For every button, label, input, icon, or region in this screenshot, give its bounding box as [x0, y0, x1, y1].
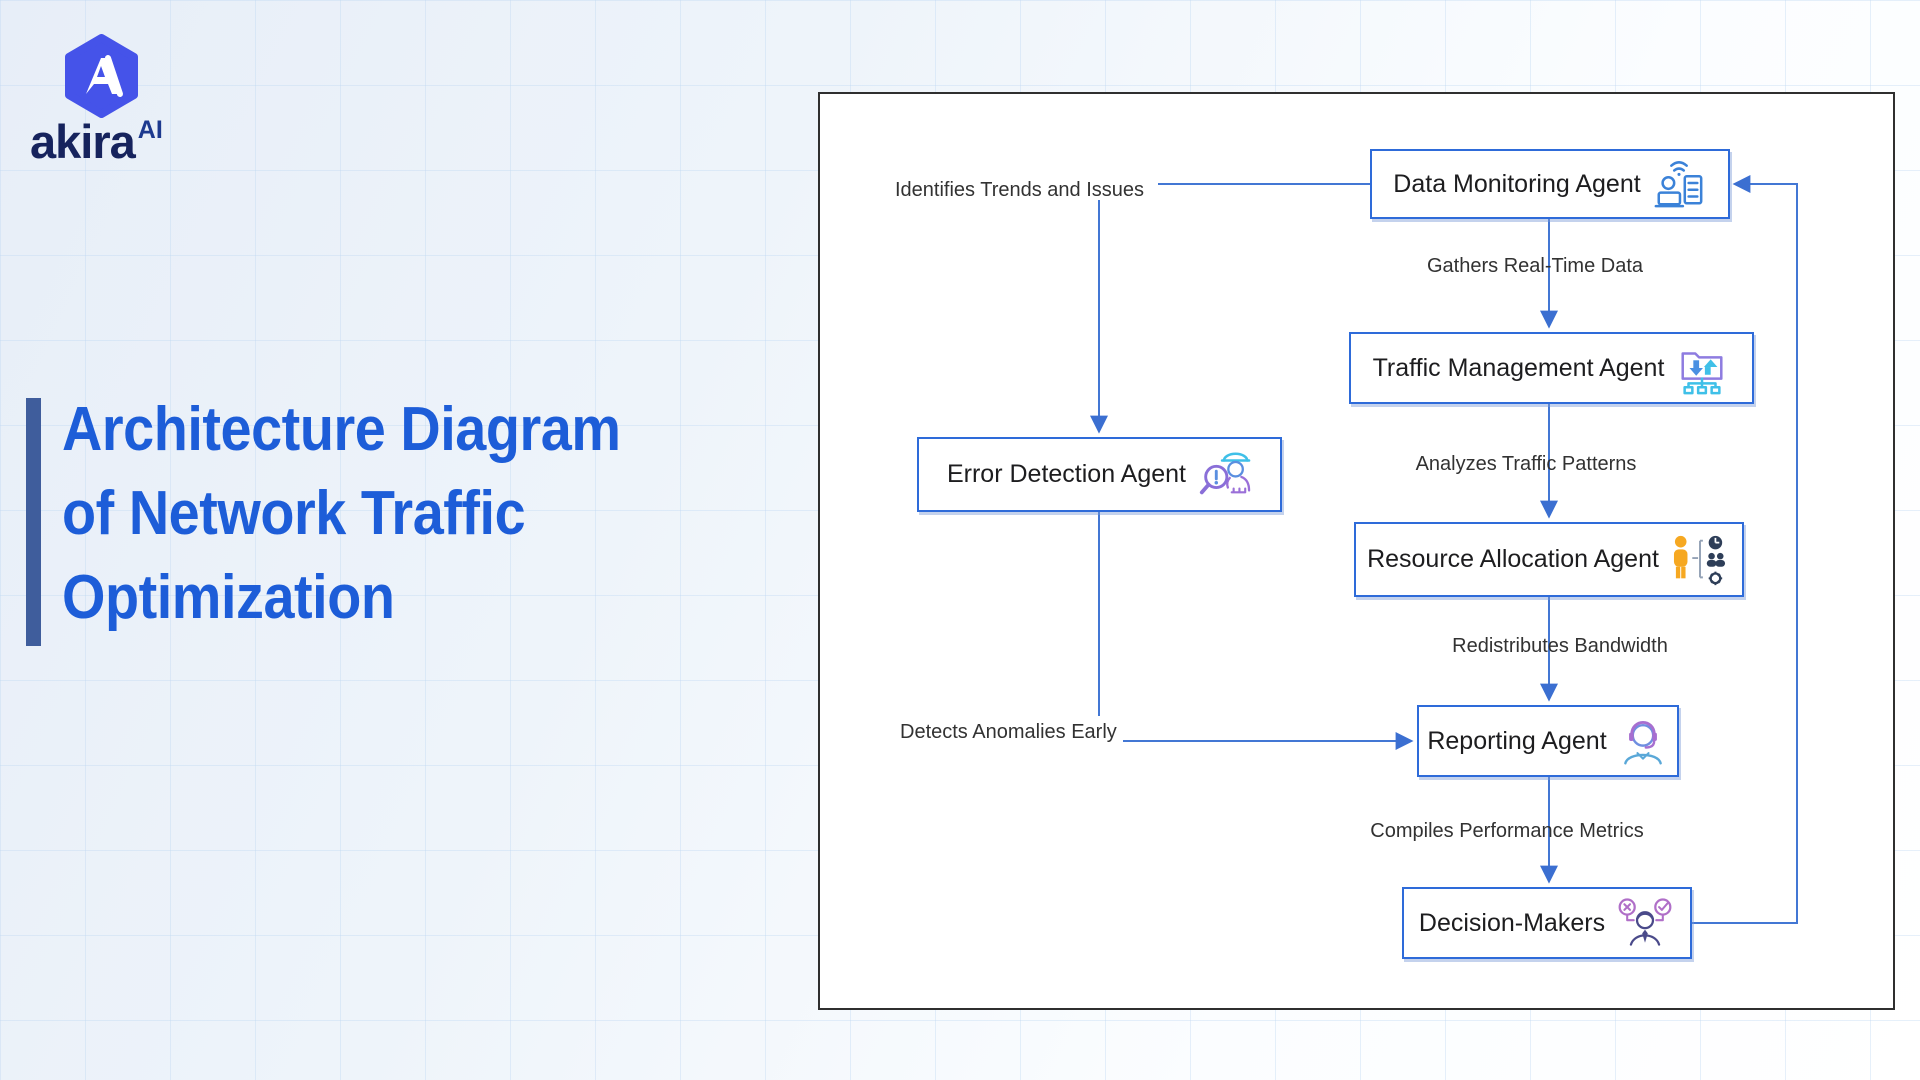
- folder-transfer-icon: [1681, 352, 1723, 395]
- page-title-line-3: Optimization: [62, 563, 395, 632]
- node-label: Traffic Management Agent: [1372, 353, 1665, 382]
- node-traffic-management-agent: Traffic Management Agent: [1349, 332, 1754, 404]
- logo-hexagon-icon: [65, 34, 138, 118]
- node-label: Error Detection Agent: [946, 460, 1186, 488]
- edge-label-detects-anomalies-early: Detects Anomalies Early: [900, 721, 1117, 743]
- edge-label-identifies-trends-and-issues: Identifies Trends and Issues: [895, 179, 1145, 201]
- node-data-monitoring-agent: Data Monitoring Agent: [1370, 149, 1730, 219]
- node-resource-allocation-agent: Resource Allocation Agent: [1354, 522, 1744, 597]
- edge-label-compiles-performance-metrics: Compiles Performance Metrics: [1370, 820, 1644, 842]
- brand-wordmark: akira AI: [30, 115, 163, 168]
- node-label: Decision-Makers: [1418, 908, 1606, 937]
- node-reporting-agent: Reporting Agent: [1417, 705, 1679, 777]
- page-title-line-1: Architecture Diagram: [62, 395, 621, 464]
- node-error-detection-agent: Error Detection Agent: [917, 437, 1282, 512]
- feedback-loop-dk-to-dm: [1692, 175, 1798, 924]
- node-label: Resource Allocation Agent: [1367, 545, 1659, 573]
- architecture-diagram-canvas: Data Monitoring Agent Traffic Management…: [818, 92, 1895, 1010]
- support-agent-icon: [1623, 721, 1662, 765]
- page-title: Architecture Diagram of Network Traffic …: [62, 388, 621, 640]
- detective-magnifier-icon: [1199, 452, 1251, 494]
- brand-superscript: AI: [137, 116, 163, 144]
- page-title-line-2: of Network Traffic: [62, 479, 526, 548]
- edge-label-redistributes-bandwidth: Redistributes Bandwidth: [1452, 635, 1668, 657]
- edge-label-gathers-real-time-data: Gathers Real-Time Data: [1427, 255, 1643, 277]
- title-accent-bar: [26, 398, 41, 646]
- connector-lines: [1090, 175, 1798, 924]
- person-resources-icon: [1673, 535, 1725, 585]
- brand-name: akira: [30, 115, 136, 168]
- decision-person-icon: [1618, 898, 1672, 946]
- node-decision-makers: Decision-Makers: [1402, 887, 1692, 959]
- edge-label-analyzes-traffic-patterns: Analyzes Traffic Patterns: [1415, 453, 1637, 475]
- node-label: Data Monitoring Agent: [1393, 169, 1641, 198]
- node-label: Reporting Agent: [1427, 726, 1607, 755]
- monitoring-workstation-icon: [1654, 161, 1703, 208]
